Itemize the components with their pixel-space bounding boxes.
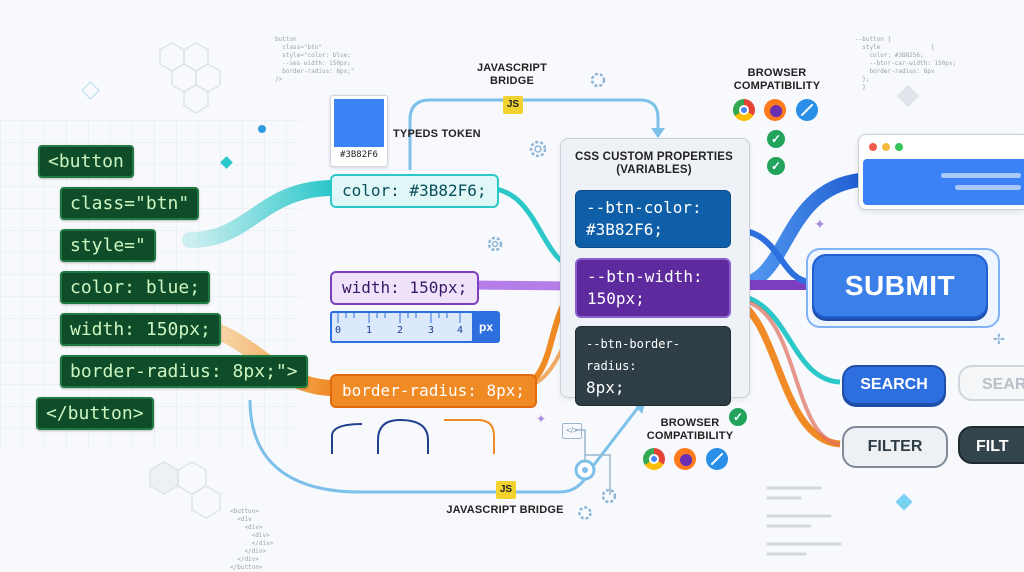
window-close-dot bbox=[869, 143, 877, 151]
hexagon-cluster-top bbox=[159, 42, 221, 114]
plus-icon: ✢ bbox=[993, 331, 1005, 347]
gear-icon bbox=[578, 506, 592, 520]
gear-icon bbox=[487, 236, 503, 252]
sparkle-icon: ✦ bbox=[536, 412, 547, 426]
safari-icon bbox=[796, 99, 818, 121]
ruler-tick-1: 1 bbox=[366, 325, 373, 336]
chrome-icon bbox=[733, 99, 755, 121]
window-max-dot bbox=[895, 143, 903, 151]
css-var-color: --btn-color: #3B82F6; bbox=[575, 190, 731, 248]
hexagon-cluster-bottom bbox=[149, 461, 221, 519]
prop-chip-color: color: #3B82F6; bbox=[330, 174, 499, 208]
window-min-dot bbox=[882, 143, 890, 151]
ruler-tick-4: 4 bbox=[457, 325, 464, 336]
token-label: TYPEDS TOKEN bbox=[393, 128, 481, 140]
faint-code-lines-bottom-right bbox=[766, 486, 842, 556]
check-icon: ✓ bbox=[767, 157, 785, 175]
css-var-radius: --btn-border-radius: 8px; bbox=[575, 326, 731, 406]
gear-icon bbox=[529, 140, 547, 158]
code-line-color: color: blue; bbox=[60, 271, 211, 304]
token-swatch-color bbox=[334, 99, 384, 147]
chrome-icon bbox=[643, 448, 665, 470]
token-hex: #3B82F6 bbox=[340, 150, 378, 160]
safari-icon bbox=[706, 448, 728, 470]
radius-curve-1 bbox=[331, 423, 363, 454]
browser-content bbox=[863, 159, 1024, 205]
code-line-width: width: 150px; bbox=[60, 313, 221, 346]
js-bridge-bottom-label: JAVASCRIPT BRIDGE bbox=[446, 504, 564, 516]
browser-window bbox=[858, 134, 1024, 210]
compat-top-label: BROWSER COMPATIBILITY bbox=[733, 67, 821, 92]
css-var-width: --btn-width: 150px; bbox=[575, 258, 731, 318]
gear-icon bbox=[590, 72, 606, 88]
ruler-unit: px bbox=[472, 311, 500, 343]
prop-chip-radius: border-radius: 8px; bbox=[330, 374, 538, 408]
prop-chip-width: width: 150px; bbox=[330, 271, 480, 305]
code-line-class: class="btn" bbox=[60, 187, 200, 220]
search-button-ghost[interactable]: SEAR bbox=[958, 365, 1024, 401]
search-button[interactable]: SEARCH bbox=[842, 365, 946, 405]
submit-button[interactable]: SUBMIT bbox=[812, 254, 988, 318]
firefox-icon bbox=[674, 448, 696, 470]
firefox-icon bbox=[764, 99, 786, 121]
sparkle-icon: ✦ bbox=[814, 216, 826, 232]
token-swatch-card: #3B82F6 bbox=[330, 95, 388, 167]
css-vars-title: CSS CUSTOM PROPERTIES (VARIABLES) bbox=[575, 151, 733, 176]
dot-icon bbox=[258, 125, 266, 133]
filter-button-dark[interactable]: FILT bbox=[958, 426, 1024, 464]
check-icon: ✓ bbox=[767, 130, 785, 148]
ruler: 0 1 2 3 4 bbox=[330, 311, 474, 343]
code-line-close-tag: </button> bbox=[36, 397, 154, 430]
code-line-open-tag: <button bbox=[38, 145, 134, 178]
ruler-tick-0: 0 bbox=[335, 325, 342, 336]
ruler-ticks bbox=[337, 313, 461, 323]
compat-bottom-label: BROWSER COMPATIBILITY bbox=[646, 417, 734, 442]
filter-button[interactable]: FILTER bbox=[842, 426, 948, 468]
faint-code-top-left: button class="btn" style="color: blue; -… bbox=[275, 36, 355, 83]
faint-code-top-right: --button { style { color: #3B8256; --btn… bbox=[855, 36, 957, 91]
code-icon: </> bbox=[562, 423, 582, 439]
js-badge-bottom: JS bbox=[496, 481, 516, 499]
gear-icon bbox=[601, 488, 617, 504]
code-line-radius: border-radius: 8px;"> bbox=[60, 355, 308, 388]
faint-code-bottom-left: <button> <div <div> <div> </div> </div> … bbox=[230, 508, 274, 571]
code-line-style: style=" bbox=[60, 229, 156, 262]
js-badge-top: JS bbox=[503, 96, 523, 114]
ruler-tick-3: 3 bbox=[428, 325, 435, 336]
check-icon: ✓ bbox=[729, 408, 747, 426]
ruler-tick-2: 2 bbox=[397, 325, 404, 336]
js-bridge-top-label: JAVASCRIPT BRIDGE bbox=[476, 62, 548, 87]
